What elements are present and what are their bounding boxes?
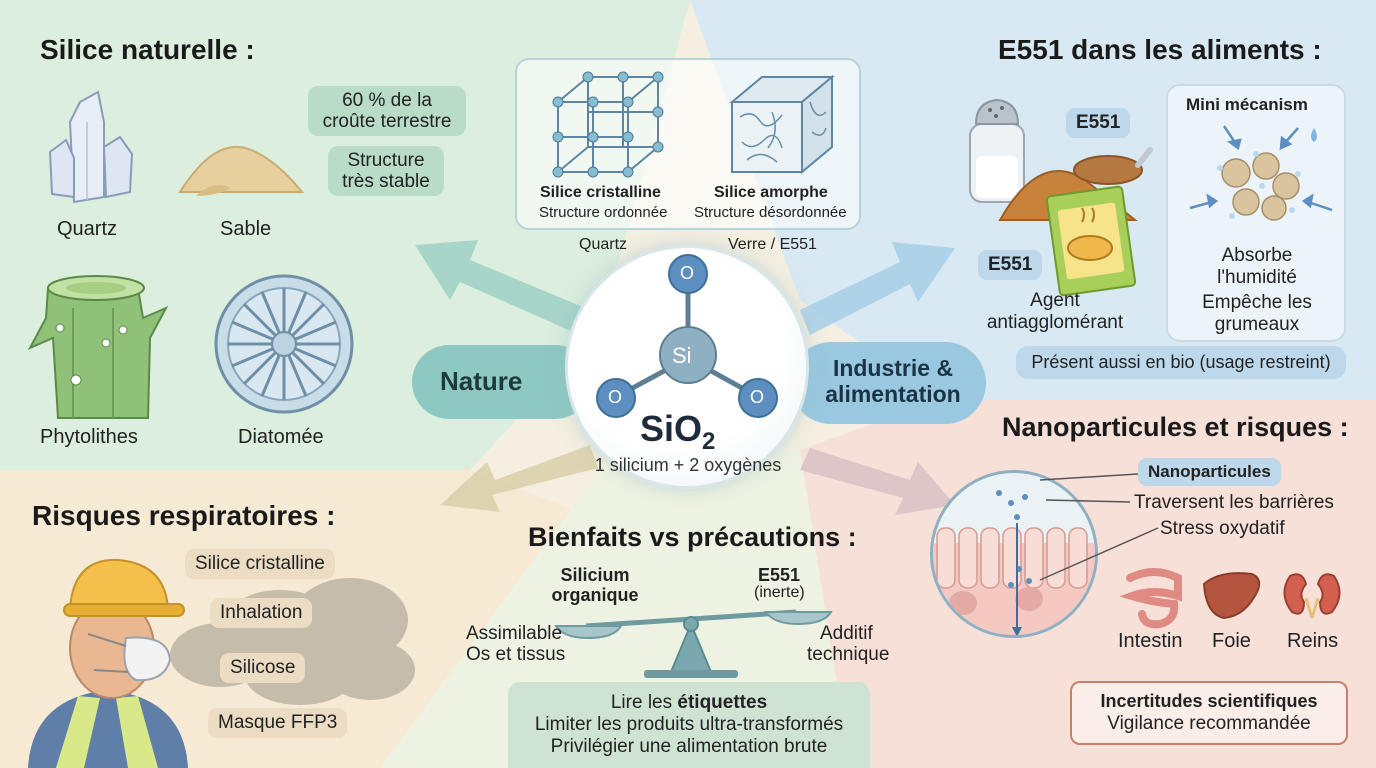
salt-shaker-icon xyxy=(969,98,1025,203)
e551-tag-top: E551 xyxy=(1066,108,1131,138)
industry-badge-label: Industrie & alimentation xyxy=(825,355,961,407)
benefit-right-line1: Additif xyxy=(820,623,873,644)
benefit-left-line2: Os et tissus xyxy=(466,644,566,665)
crystal-lattice-icon xyxy=(552,71,664,178)
uncertainty-box xyxy=(1070,681,1348,745)
amorphous-sub: Structure désordonnée xyxy=(694,204,847,221)
crystalline-title: Silice cristalline xyxy=(540,184,661,201)
atom-o-right: O xyxy=(750,387,765,407)
atom-o-left: O xyxy=(608,387,623,407)
resp-item-silicosis: Silicose xyxy=(220,653,306,683)
nano-effect-barriers: Traversent les barrières xyxy=(1134,492,1334,513)
benefit-right-line2: technique xyxy=(807,644,890,665)
e551-title: E551 dans les aliments : xyxy=(998,34,1322,65)
benefit-left-line1: Assimilable xyxy=(466,623,563,644)
nano-effect-oxidative: Stress oxydatif xyxy=(1160,518,1285,539)
intestine-icon xyxy=(1119,568,1182,629)
atom-o-top: O xyxy=(680,263,695,283)
mechanism-title: Mini mécanism xyxy=(1186,95,1308,114)
mechanism-panel xyxy=(1166,84,1346,342)
mechanism-line-1: Absorbe l'humidité xyxy=(1217,245,1297,288)
kidneys-icon xyxy=(1283,573,1341,619)
bio-note: Présent aussi en bio (usage restreint) xyxy=(1016,346,1346,379)
sand-label: Sable xyxy=(220,218,272,240)
resp-item-inhalation: Inhalation xyxy=(210,598,313,628)
fact-crust: 60 % de la croûte terrestre xyxy=(308,86,466,136)
fact-stable: Structure très stable xyxy=(328,146,444,196)
advice-line-1: Lire les étiquettes xyxy=(508,692,870,714)
formula: SiO2 xyxy=(640,408,715,456)
benefit-right-title: E551 xyxy=(758,565,801,585)
organ-intestine: Intestin xyxy=(1118,630,1183,652)
worker-icon xyxy=(28,558,188,768)
nano-circle xyxy=(930,470,1098,638)
crystalline-sub: Structure ordonnée xyxy=(539,204,668,221)
resp-item-crystalline: Silice cristalline xyxy=(185,549,335,579)
formula-sub: 2 xyxy=(702,428,716,456)
amorphous-title: Silice amorphe xyxy=(714,184,828,201)
atom-si: Si xyxy=(672,343,692,368)
uncertainty-title: Incertitudes scientifiques xyxy=(1100,691,1318,711)
balance-scale-icon xyxy=(554,609,833,678)
liver-icon xyxy=(1202,572,1261,620)
advice-panel xyxy=(508,682,870,768)
crystalline-example: Quartz xyxy=(579,236,628,253)
benefits-title: Bienfaits vs précautions : xyxy=(528,522,857,552)
uncertainty-sub: Vigilance recommandée xyxy=(1107,713,1311,734)
soup-packet-icon xyxy=(1045,185,1137,297)
organ-kidneys: Reins xyxy=(1287,630,1339,652)
e551-tag-bottom: E551 xyxy=(978,250,1043,280)
nano-label: Nanoparticules xyxy=(1138,458,1281,486)
diatom-label: Diatomée xyxy=(238,426,324,448)
respiratory-title: Risques respiratoires : xyxy=(32,500,336,531)
formula-main: SiO xyxy=(640,408,703,449)
amorphous-example: Verre / E551 xyxy=(728,236,817,253)
industry-badge xyxy=(790,342,986,424)
natural-silica-title: Silice naturelle : xyxy=(40,34,255,65)
phytolith-icon xyxy=(27,275,169,419)
mechanism-icon xyxy=(1189,125,1333,221)
phytolith-label: Phytolithes xyxy=(40,426,138,448)
quartz-label: Quartz xyxy=(57,218,118,240)
benefit-left-title: Silicium organique xyxy=(551,565,639,605)
advice-line-3: Privilégier une alimentation brute xyxy=(550,736,828,757)
amorphous-cube-icon xyxy=(729,74,835,175)
nature-badge-label: Nature xyxy=(440,366,523,396)
e551-role-line1: Agent antiagglomérant xyxy=(986,290,1124,333)
mechanism-line-2: Empêche les grumeaux xyxy=(1202,292,1312,335)
nature-badge xyxy=(412,345,592,419)
sand-icon xyxy=(178,145,305,196)
intestine-villi-icon xyxy=(933,490,1095,635)
advice-line-2: Limiter les produits ultra-transformés xyxy=(534,714,844,735)
quartz-icon xyxy=(48,90,134,204)
advice-bold: étiquettes xyxy=(677,692,768,713)
organ-liver: Foie xyxy=(1212,630,1251,652)
resp-item-mask: Masque FFP3 xyxy=(208,708,348,738)
nano-title: Nanoparticules et risques : xyxy=(1002,412,1349,442)
diatom-icon xyxy=(214,274,354,414)
benefit-right-sub: (inerte) xyxy=(754,584,805,601)
advice-prefix: Lire les xyxy=(610,692,678,713)
formula-subtitle: 1 silicium + 2 oxygènes xyxy=(594,455,782,475)
